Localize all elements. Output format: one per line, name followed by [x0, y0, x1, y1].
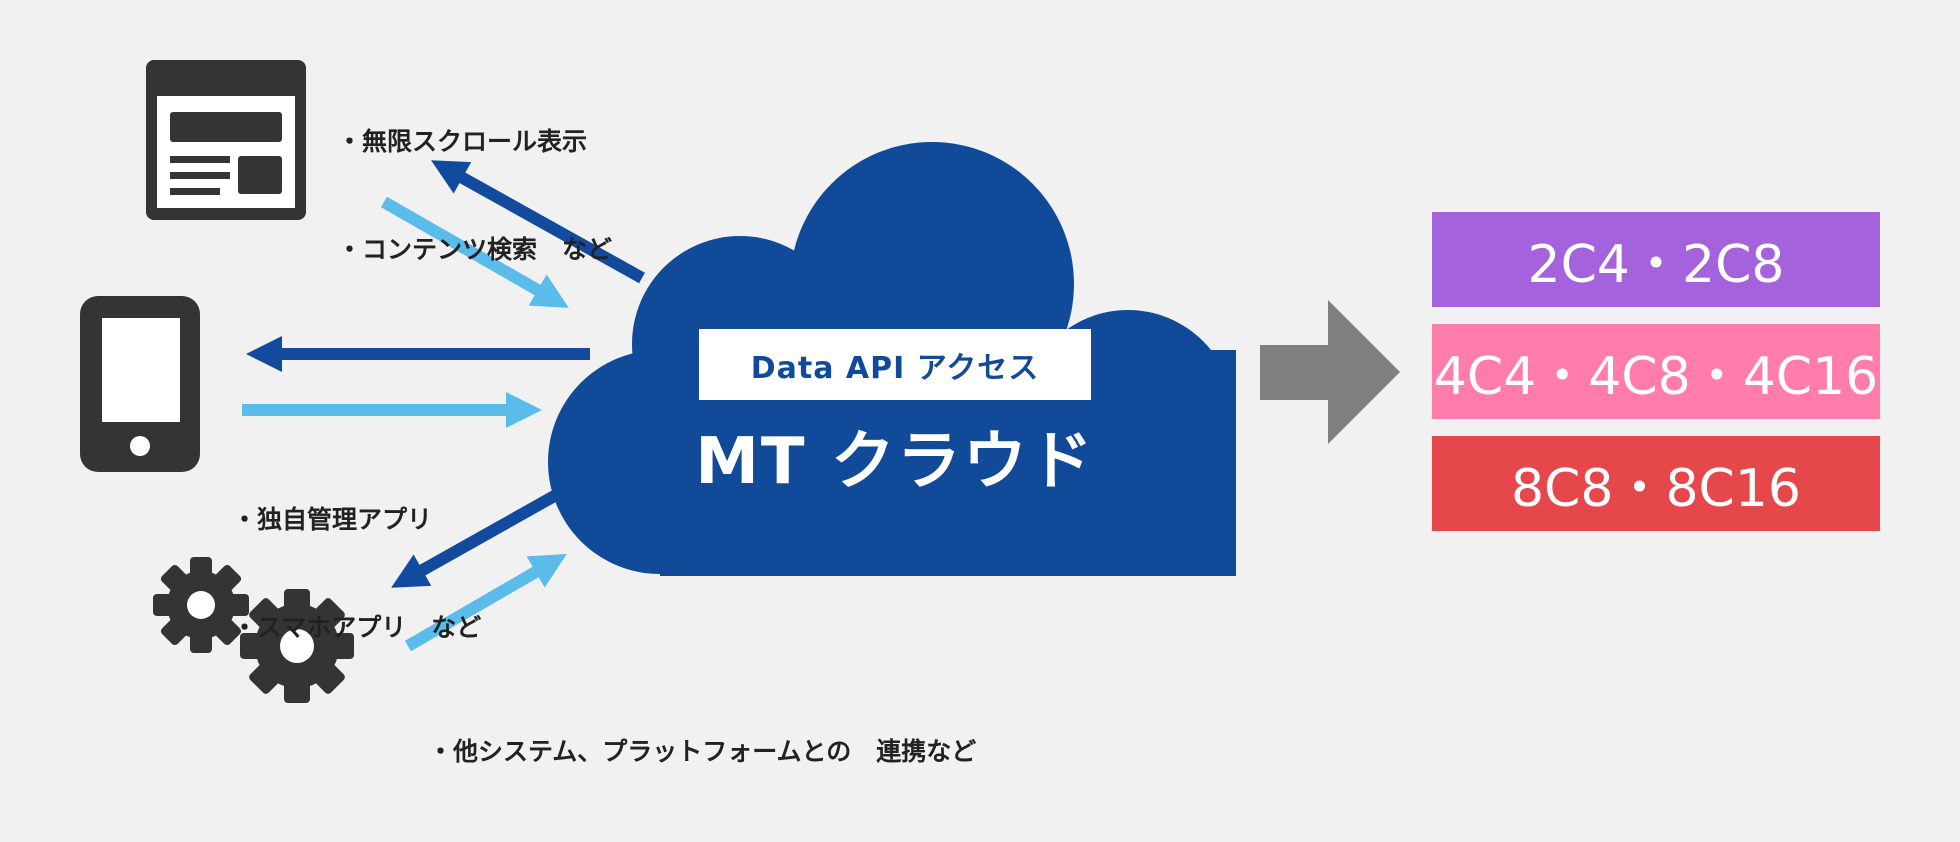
cloud-shape: [548, 142, 1236, 576]
diagram: ・無限スクロール表示 ・コンテンツ検索 など ・独自管理アプリ ・スマホアプリ …: [80, 52, 1880, 766]
web-notes: ・無限スクロール表示 ・コンテンツ検索 など: [337, 52, 612, 340]
browser-window-icon: [146, 60, 306, 220]
arrow-from-systems: [404, 553, 567, 652]
arrow-to-systems: [391, 484, 568, 588]
smartphone-icon: [80, 296, 200, 472]
right-arrow-icon: [1260, 300, 1400, 444]
plan-box: 2C4・2C8: [1432, 212, 1880, 307]
note-line: ・無限スクロール表示: [337, 127, 588, 156]
note-line: ・他システム、プラットフォームとの 連携など: [428, 737, 977, 766]
plan-box: 8C8・8C16: [1432, 436, 1880, 531]
arrow-to-web: [431, 160, 645, 284]
plan-box: 4C4・4C8・4C16: [1432, 324, 1880, 419]
note-line: ・コンテンツ検索 など: [337, 235, 613, 264]
cloud-title: MT クラウド: [695, 425, 1095, 499]
note-line: ・スマホアプリ など: [232, 613, 482, 642]
flow-arrows: [242, 160, 645, 652]
diagram-graphics: [80, 60, 1400, 703]
gears-icon: [153, 557, 354, 703]
mobile-notes: ・独自管理アプリ ・スマホアプリ など: [232, 430, 481, 718]
arrow-from-web: [381, 196, 569, 308]
data-api-label: Data API アクセス: [699, 329, 1091, 400]
note-line: ・独自管理アプリ: [232, 505, 433, 534]
systems-notes: ・他システム、プラットフォームとの 連携など: [428, 662, 976, 842]
